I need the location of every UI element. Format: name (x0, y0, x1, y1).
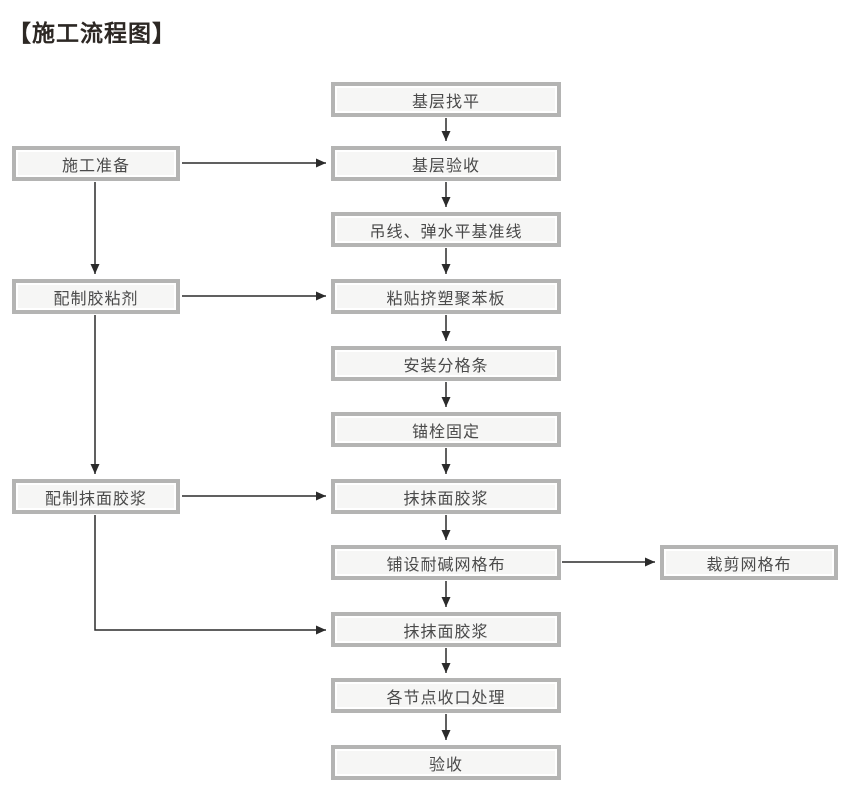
flow-step-construction-prep: 施工准备 (12, 146, 180, 181)
flow-step-node-finishing: 各节点收口处理 (331, 678, 561, 713)
flow-step-base-leveling: 基层找平 (331, 82, 561, 117)
connector-mortar-to-coat2 (94, 515, 326, 635)
flow-step-cut-mesh: 裁剪网格布 (660, 545, 838, 580)
flow-step-reference-lines: 吊线、弹水平基准线 (331, 212, 561, 247)
flow-step-final-acceptance: 验收 (331, 745, 561, 780)
flow-step-prepare-adhesive: 配制胶粘剂 (12, 279, 180, 314)
flow-step-lay-mesh: 铺设耐碱网格布 (331, 545, 561, 580)
page-title: 【施工流程图】 (8, 20, 176, 46)
flow-step-prepare-mortar: 配制抹面胶浆 (12, 479, 180, 514)
flow-step-paste-xps-board: 粘贴挤塑聚苯板 (331, 279, 561, 314)
flow-step-base-acceptance: 基层验收 (331, 146, 561, 181)
flow-step-mortar-coat-2: 抹抹面胶浆 (331, 612, 561, 647)
flow-step-mortar-coat-1: 抹抹面胶浆 (331, 479, 561, 514)
flow-step-anchor-fixing: 锚栓固定 (331, 412, 561, 447)
flow-step-install-strips: 安装分格条 (331, 346, 561, 381)
